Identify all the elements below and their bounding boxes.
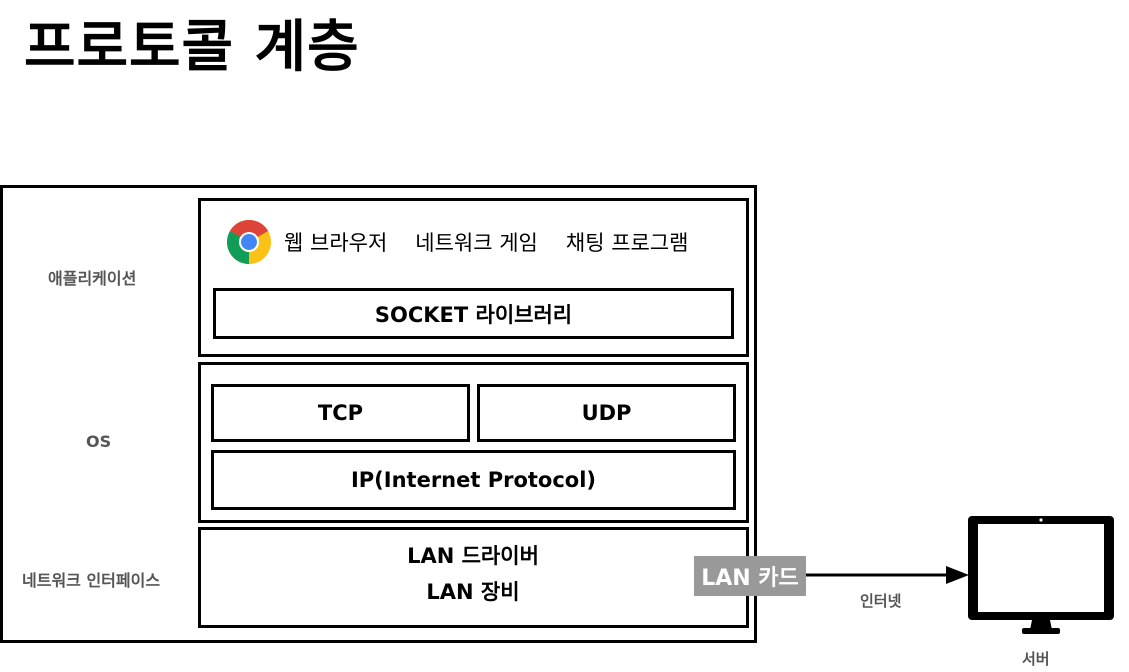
- lan-driver-label: LAN 드라이버: [407, 544, 539, 568]
- app-web-browser: 웹 브라우저: [284, 231, 388, 255]
- lan-stack: LAN 드라이버 LAN 장비: [200, 538, 746, 610]
- lan-card-label: LAN 카드: [701, 566, 799, 591]
- app-chat-program: 채팅 프로그램: [565, 231, 689, 255]
- server-label: 서버: [1022, 650, 1050, 668]
- udp-label: UDP: [581, 401, 632, 425]
- application-layer-label: 애플리케이션: [48, 269, 137, 288]
- lan-device-label: LAN 장비: [426, 580, 520, 604]
- page-title: 프로토콜 계층: [24, 15, 360, 80]
- tcp-box: TCP: [211, 384, 470, 442]
- lan-card-badge: LAN 카드: [694, 556, 806, 596]
- os-layer-label: OS: [86, 432, 112, 451]
- arrow-icon: [806, 566, 969, 584]
- network-interface-box: [198, 527, 749, 628]
- socket-library-box: SOCKET 라이브러리: [213, 288, 734, 339]
- ip-box: IP(Internet Protocol): [211, 450, 736, 510]
- socket-library-label: SOCKET 라이브러리: [374, 302, 573, 327]
- ip-label: IP(Internet Protocol): [350, 468, 597, 492]
- monitor-icon: [968, 516, 1114, 634]
- chrome-icon: [226, 219, 272, 265]
- tcp-label: TCP: [317, 401, 364, 425]
- app-network-game: 네트워크 게임: [415, 231, 538, 255]
- udp-box: UDP: [477, 384, 736, 442]
- internet-label: 인터넷: [860, 592, 902, 610]
- application-list: 웹 브라우저 네트워크 게임 채팅 프로그램: [226, 217, 689, 267]
- network-interface-layer-label: 네트워크 인터페이스: [22, 571, 161, 590]
